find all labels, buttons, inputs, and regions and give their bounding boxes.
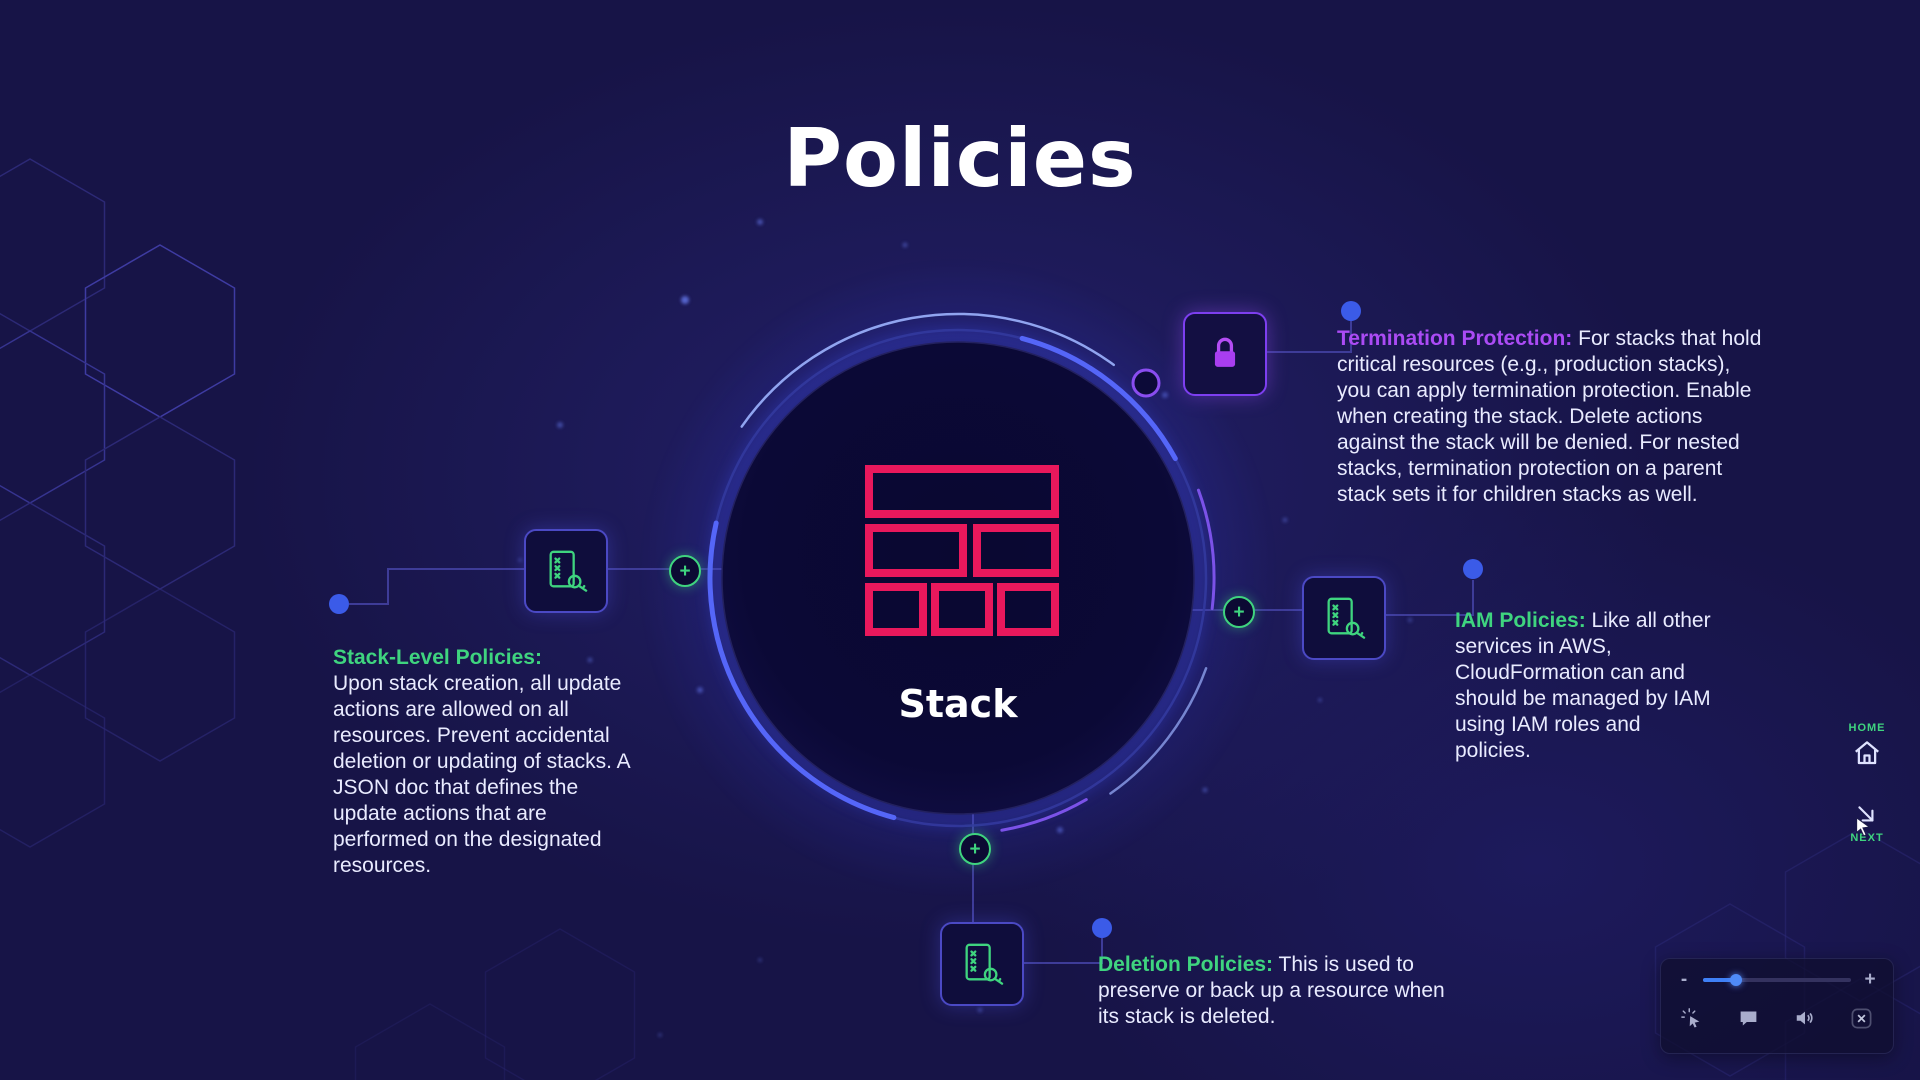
deletion-policies-callout: Deletion Policies: This is used to prese… xyxy=(1098,952,1458,1030)
laser-pointer-button[interactable] xyxy=(1679,1005,1705,1031)
policy-document-key-icon xyxy=(959,941,1005,987)
zoom-out-button[interactable]: - xyxy=(1680,969,1688,990)
expand-button-iam[interactable]: + xyxy=(1223,596,1255,628)
termination-protection-callout: Termination Protection: For stacks that … xyxy=(1337,326,1769,508)
page-title: Policies xyxy=(783,112,1137,205)
stack-circle[interactable] xyxy=(721,341,1195,815)
iam-policies-callout: IAM Policies: Like all other services in… xyxy=(1455,608,1717,764)
policy-document-key-icon xyxy=(543,548,589,594)
next-arrow-icon xyxy=(1854,802,1880,828)
tools-row xyxy=(1675,1005,1879,1031)
deletion-policy-box[interactable] xyxy=(940,922,1024,1006)
close-icon xyxy=(1852,1008,1872,1028)
callout-text: Upon stack creation, all update actions … xyxy=(333,672,630,877)
zoom-row: - + xyxy=(1675,969,1879,991)
zoom-in-button[interactable]: + xyxy=(1864,969,1876,990)
termination-protection-box[interactable] xyxy=(1183,312,1267,396)
policy-document-key-icon xyxy=(1321,595,1367,641)
player-control-bar: - + xyxy=(1660,958,1894,1054)
connector-dots xyxy=(329,301,1483,938)
stack-icon xyxy=(865,465,1059,636)
zoom-slider-fill xyxy=(1703,978,1736,982)
nav-rail: HOME NEXT xyxy=(1828,722,1906,844)
ring-node xyxy=(1131,368,1161,398)
stack-level-policies-callout: Stack-Level Policies: Upon stack creation… xyxy=(333,645,633,879)
laser-pointer-icon xyxy=(1681,1008,1700,1028)
zoom-slider-thumb[interactable] xyxy=(1729,974,1742,986)
plus-icon: + xyxy=(969,838,981,860)
home-label: HOME xyxy=(1848,722,1886,734)
plus-icon: + xyxy=(1233,601,1245,623)
expand-button-deletion[interactable]: + xyxy=(959,833,991,865)
callout-label: Deletion Policies: xyxy=(1098,953,1274,976)
speaker-icon xyxy=(1797,1011,1813,1025)
close-controls-button[interactable] xyxy=(1849,1005,1875,1031)
zoom-slider-track xyxy=(1703,978,1851,982)
next-label: NEXT xyxy=(1850,832,1884,844)
home-icon xyxy=(1852,738,1882,768)
stack-level-policy-box[interactable] xyxy=(524,529,608,613)
hub-rings xyxy=(692,312,1224,844)
zoom-slider[interactable] xyxy=(1703,973,1851,987)
home-button[interactable]: HOME xyxy=(1849,722,1886,768)
callout-text: This is used to preserve or back up a re… xyxy=(1098,953,1445,1028)
callout-label: IAM Policies: xyxy=(1455,609,1586,632)
volume-button[interactable] xyxy=(1792,1005,1818,1031)
stack-label: Stack xyxy=(898,682,1018,726)
comments-button[interactable] xyxy=(1736,1005,1762,1031)
callout-text: Like all other services in AWS, CloudFor… xyxy=(1455,609,1711,762)
plus-icon: + xyxy=(679,560,691,582)
callout-text: For stacks that hold critical resources … xyxy=(1337,327,1762,506)
lock-icon xyxy=(1203,332,1247,376)
iam-policy-box[interactable] xyxy=(1302,576,1386,660)
next-button[interactable]: NEXT xyxy=(1850,802,1883,844)
comment-bubble-icon xyxy=(1740,1011,1757,1025)
callout-label: Stack-Level Policies: xyxy=(333,646,542,669)
callout-label: Termination Protection: xyxy=(1337,327,1573,350)
expand-button-stack-level[interactable]: + xyxy=(669,555,701,587)
